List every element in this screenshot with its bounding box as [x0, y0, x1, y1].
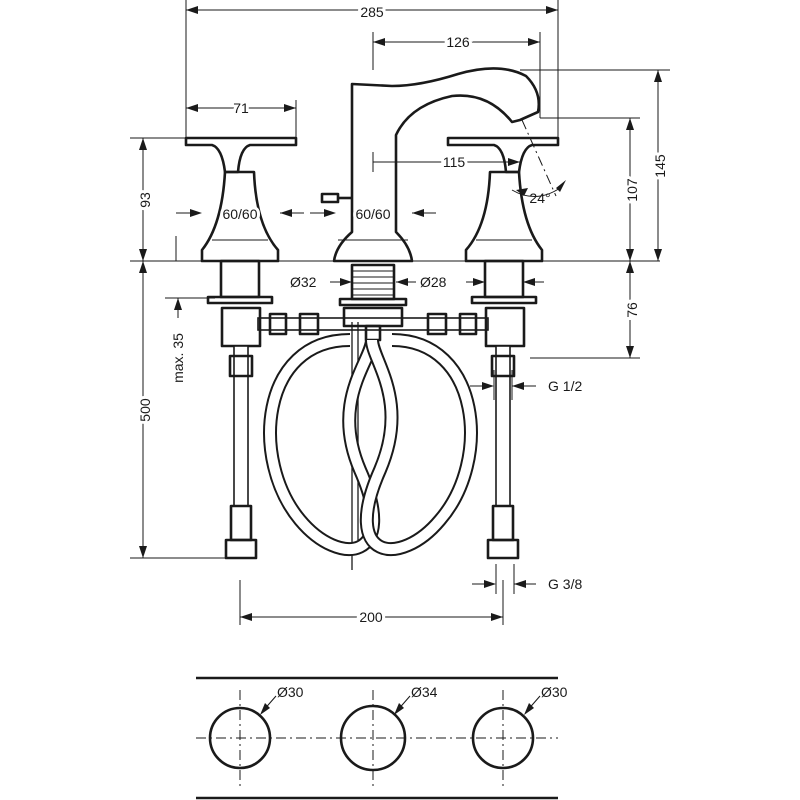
dim-angle: 24°	[529, 190, 550, 206]
dim-handle-height: 93	[137, 192, 153, 208]
left-handle	[184, 136, 298, 263]
right-handle	[446, 136, 560, 263]
spout	[320, 67, 541, 263]
dim-spout-height: 145	[652, 154, 668, 178]
hole-right	[471, 706, 535, 770]
dim-inlet-thread: G 1/2	[548, 378, 582, 394]
dim-spout-shank: Ø32	[290, 274, 317, 290]
dimension-labels: 285 126 71 115 60/60 60/60 24° 93 107 14…	[134, 1, 671, 700]
hole-center	[339, 704, 407, 772]
dim-spout-offset: 115	[443, 154, 466, 170]
dim-handle-width: 71	[233, 100, 249, 116]
dim-hole-right: Ø30	[541, 684, 568, 700]
dim-handle-spout-height: 107	[624, 178, 640, 202]
dim-overall-width: 285	[360, 4, 384, 20]
hole-left	[208, 706, 272, 770]
dim-hole-center: Ø34	[411, 684, 438, 700]
dim-spout-base: 60/60	[355, 206, 390, 222]
dim-hose-thread: G 3/8	[548, 576, 582, 592]
hole-pattern	[196, 676, 558, 800]
faucet-front-view	[184, 67, 560, 570]
dim-center-distance: 200	[359, 609, 383, 625]
dim-max-thickness: max. 35	[170, 333, 186, 383]
dim-shank-length: 76	[624, 302, 640, 318]
extension-lines	[130, 0, 670, 625]
dim-handle-base: 60/60	[222, 206, 257, 222]
dimension-lines	[139, 6, 662, 621]
dim-hose-length: 500	[137, 398, 153, 422]
dim-hole-left: Ø30	[277, 684, 304, 700]
dim-handle-shank: Ø28	[420, 274, 447, 290]
dim-spout-reach: 126	[446, 34, 470, 50]
